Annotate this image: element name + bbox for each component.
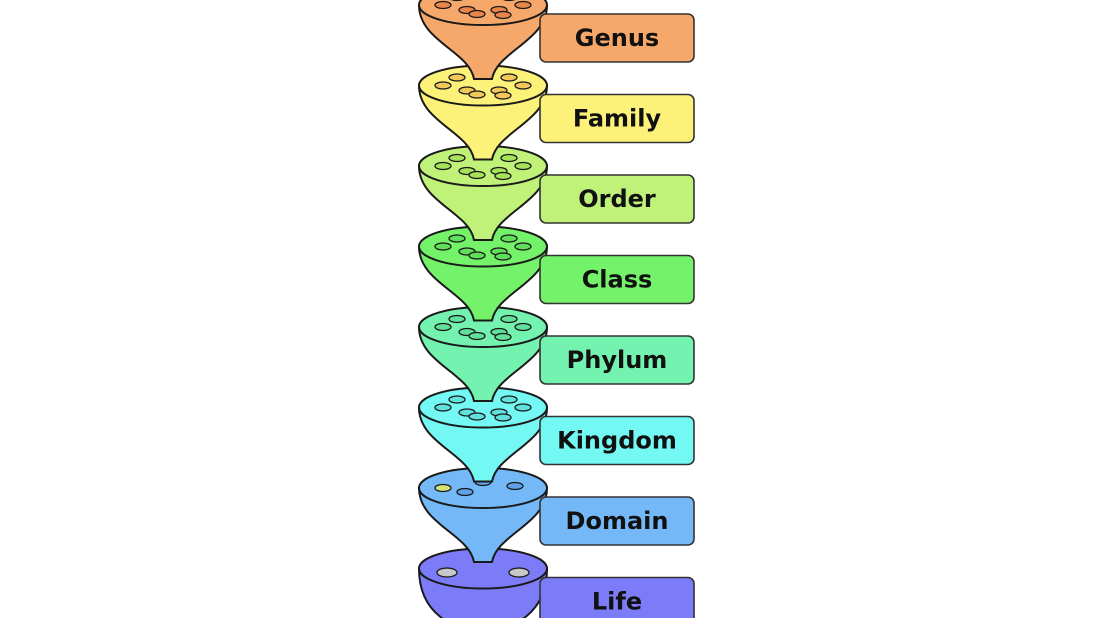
rim-dot — [468, 251, 486, 260]
rim-dot — [448, 153, 466, 163]
rim-dot — [468, 331, 486, 341]
rim-dot — [500, 73, 518, 82]
funnel-family — [417, 64, 549, 161]
rim-dot — [448, 395, 466, 404]
rim-dot — [448, 234, 466, 243]
rim-dot — [514, 403, 532, 412]
rim-dot — [514, 322, 532, 332]
rank-box — [539, 335, 695, 385]
rim-dot — [434, 242, 452, 251]
rim-dot — [514, 81, 532, 90]
rim-dot — [494, 10, 512, 20]
rim-dot — [494, 171, 512, 181]
rim-dot — [468, 9, 486, 19]
rim-dot — [436, 567, 458, 578]
rim-dot — [434, 161, 452, 171]
rank-family: Family — [539, 93, 695, 144]
funnel-life — [417, 547, 549, 618]
rim-dot — [450, 0, 464, 2]
rank-label: Class — [582, 266, 653, 294]
rank-life: Life — [539, 576, 695, 618]
rank-class: Class — [539, 254, 695, 305]
rim-dot — [448, 73, 466, 82]
rim-dot — [500, 234, 518, 243]
rim-dot — [448, 314, 466, 324]
rank-box — [539, 254, 695, 305]
funnel-order — [417, 145, 549, 241]
rank-label: Family — [573, 105, 662, 133]
rim-dot — [494, 252, 512, 261]
rank-label: Phylum — [567, 346, 668, 374]
rim-dot — [434, 483, 452, 493]
rank-box — [539, 415, 695, 466]
rank-box — [539, 13, 695, 63]
funnel-genus — [417, 0, 549, 80]
rim-dot — [502, 0, 516, 2]
rim-dot — [434, 403, 452, 412]
rank-box — [539, 576, 695, 618]
rim-dot — [434, 81, 452, 90]
rank-box — [539, 174, 695, 224]
rim-dot — [514, 242, 532, 251]
rim-dot — [468, 170, 486, 180]
rank-label-column: GenusFamilyOrderClassPhylumKingdomDomain… — [539, 13, 695, 618]
rank-label: Kingdom — [557, 427, 677, 455]
rank-label: Order — [578, 185, 656, 213]
funnel-stack — [417, 0, 549, 618]
rank-domain: Domain — [539, 496, 695, 546]
rank-box — [539, 93, 695, 144]
rim-dot — [506, 481, 524, 491]
rank-label: Domain — [566, 507, 669, 535]
rim-dot — [494, 413, 512, 422]
rank-label: Genus — [575, 24, 659, 52]
rim-dot — [514, 0, 532, 10]
rank-genus: Genus — [539, 13, 695, 63]
rim-dot — [456, 487, 474, 497]
rank-kingdom: Kingdom — [539, 415, 695, 466]
rim-dot — [468, 412, 486, 421]
rank-box — [539, 496, 695, 546]
rim-dot — [500, 153, 518, 163]
rim-dot — [500, 395, 518, 404]
rank-label: Life — [592, 588, 642, 616]
rim-dot — [500, 314, 518, 324]
rank-phylum: Phylum — [539, 335, 695, 385]
rim-dot — [508, 567, 530, 578]
rank-order: Order — [539, 174, 695, 224]
rim-dot — [468, 90, 486, 99]
rim-dot — [514, 161, 532, 171]
rim-dot — [434, 322, 452, 332]
rim-dot — [494, 332, 512, 342]
rim-dot — [494, 91, 512, 100]
funnel-class — [417, 225, 549, 322]
rim-dot — [434, 0, 452, 10]
